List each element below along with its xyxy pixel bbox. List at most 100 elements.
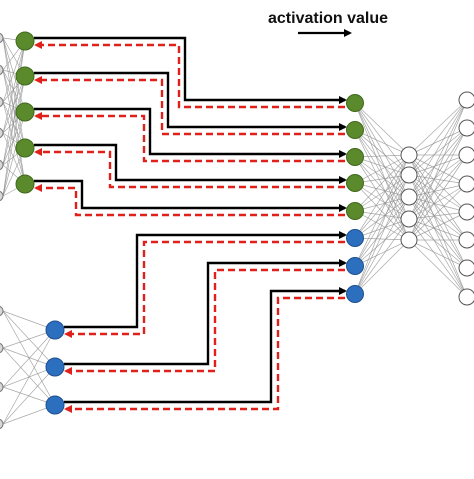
edge-line [2,40,26,103]
edge-line [408,99,468,198]
edge-line [354,218,410,267]
edge-line [408,127,468,198]
edge-line [354,154,410,212]
partial-node [0,381,4,393]
partial-node [0,305,4,317]
backward-arrow [34,184,345,217]
output-node [458,203,474,221]
edge-line [2,329,56,425]
edge-line [354,129,410,176]
edge-line [408,99,468,156]
edge-line [354,174,410,295]
edge-line [354,102,410,176]
partial-node [0,96,4,108]
output-node [458,231,474,249]
partial-node [0,190,4,202]
green-node [15,174,35,194]
network-edges [2,37,468,425]
edge-line [408,218,468,269]
forward-arrow [64,231,347,329]
edge-line [354,239,410,295]
edge-line [408,154,468,269]
forward-arrow [34,179,347,212]
green-node [15,66,35,86]
edge-line [408,99,468,220]
edge-line [408,127,468,220]
edge-line [2,366,56,425]
edge-line [354,182,410,241]
blue-node [346,229,364,247]
edge-line [2,111,26,166]
connection-arrows [34,36,347,413]
forward-arrow [34,36,347,104]
edge-line [354,239,410,267]
edge-line [354,154,410,158]
edge-line [354,210,410,241]
forward-arrow [64,287,347,404]
output-node [458,175,474,193]
edge-line [408,99,468,241]
edge-line [2,40,26,197]
blue-node [45,320,65,340]
hidden-node [400,188,418,206]
partial-node [0,127,4,139]
green-node [15,138,35,158]
edge-line [354,196,410,295]
edge-line [2,69,26,185]
green-node [346,202,364,220]
partial-node [0,32,4,44]
edge-line [408,127,468,156]
blue-node [346,257,364,275]
hidden-node [400,166,418,184]
green-node [346,174,364,192]
edge-line [354,102,410,241]
hidden-node [400,231,418,249]
edge-line [354,102,410,220]
forward-arrow [64,259,347,366]
forward-arrow [34,107,347,158]
edge-line [354,156,410,241]
forward-arrow [34,143,347,184]
partial-node [0,418,4,430]
edge-line [408,127,468,241]
edge-line [408,127,468,176]
edge-line [408,99,468,176]
edge-line [408,154,468,198]
blue-node [45,357,65,377]
green-node [346,121,364,139]
edge-line [354,154,410,295]
edge-line [408,196,468,298]
edge-line [408,183,468,241]
edge-line [408,183,468,220]
edge-line [2,69,26,149]
edge-line [354,102,410,156]
edge-line [354,196,410,267]
output-node [458,119,474,137]
edge-line [354,218,410,295]
partial-node [0,342,4,354]
edge-line [354,174,410,267]
edge-line [2,37,26,149]
edge-line [408,154,468,176]
edge-line [354,129,410,156]
edge-line [408,239,468,298]
edge-line [2,329,56,388]
blue-node [346,285,364,303]
green-node [346,94,364,112]
edge-line [408,154,468,241]
network-nodes [0,31,474,430]
edge-line [408,211,468,220]
forward-arrow [34,71,347,131]
edge-line [354,196,410,212]
edge-line [408,183,468,198]
backward-arrow [34,112,345,163]
edge-line [354,154,410,239]
edge-line [354,210,410,220]
legend-label: activation value [268,10,389,27]
edge-line [408,154,468,220]
backward-arrow [64,240,345,338]
edge-line [408,239,468,269]
edge-line [408,218,468,241]
edge-line [408,211,468,241]
backward-arrow [64,296,345,413]
